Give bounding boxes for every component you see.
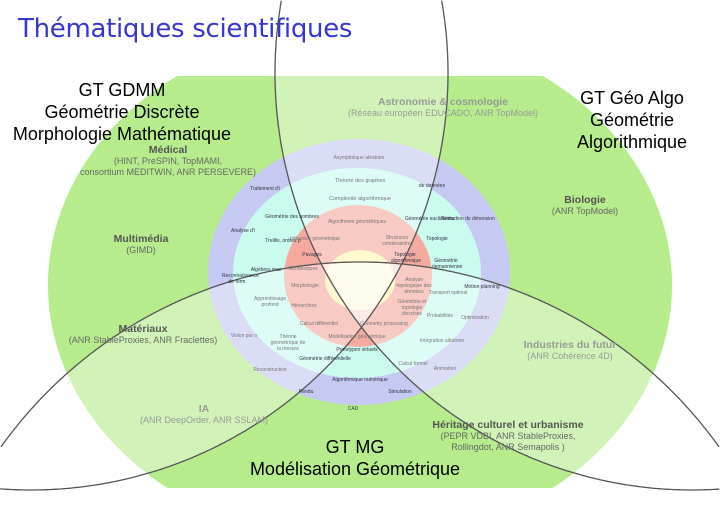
app-title: Biologie	[564, 194, 606, 206]
ring-label: Géométrie différentielle	[299, 356, 351, 362]
ring-label: Geometry processing	[360, 321, 408, 327]
group-geoalgo-name: GT Géo Algo	[580, 88, 684, 108]
ring-label: Géométrie euclidienne	[404, 216, 456, 222]
ring-label: CAD	[347, 406, 359, 412]
ring-label: Apprentissage profond	[254, 296, 286, 308]
app-title: IA	[198, 403, 210, 415]
ring-label: Algorithmes géométriques	[327, 219, 387, 225]
ring-label: Rendu	[298, 389, 314, 395]
ring-label: Calcul différentiel	[299, 321, 339, 327]
ring-label: Géométrie et topologie discrètes	[397, 299, 427, 317]
app-heritage: Héritage culturel et urbanisme (PEPR VDB…	[432, 419, 583, 453]
ring-label: Topologie algorithmique	[391, 252, 422, 264]
ring-label: Simulation	[388, 389, 412, 395]
app-projects: (GIMD)	[126, 245, 156, 255]
ring-label: Motion planning	[464, 284, 500, 290]
circle-gt-gdmm	[441, 0, 449, 73]
group-gdmm: GT GDMM Géométrie Discrète Morphologie M…	[13, 79, 231, 145]
group-mg-line: Modélisation Géométrique	[249, 459, 461, 479]
ring-label: Optimisation	[461, 315, 489, 321]
ring-label: Géodésiques	[288, 266, 318, 272]
app-title: Médical	[148, 144, 188, 156]
ring-label: Traitement d'i	[250, 186, 280, 192]
app-materiaux: Matériaux (ANR StableProxies, ANR Fracle…	[69, 323, 218, 346]
ring-label: Reconnaissance de form	[222, 273, 259, 285]
ring-label: Vision par o	[230, 333, 258, 339]
app-projects: Rollingdot, ANR Semapolis )	[451, 442, 565, 452]
app-astronomie: Astronomie & cosmologie (Réseau européen…	[348, 96, 538, 119]
ring-label: Géométrie riemannienne	[432, 258, 463, 270]
app-projects: (PEPR VDBI, ANR StableProxies,	[440, 431, 576, 441]
app-ia: IA (ANR DeepOrder, ANR SSLAM)	[140, 403, 268, 426]
ring-label: Théorie des graphes	[334, 178, 386, 184]
ring-label: Morphologie	[291, 283, 319, 289]
app-title: Astronomie & cosmologie	[377, 96, 509, 108]
ring-label: Géométrie des nombres	[265, 214, 319, 220]
ring-label: Intégration aléatoire	[419, 338, 465, 344]
ring-label: Algorithmique numérique	[332, 377, 388, 383]
ring-label: Reconstruction	[253, 367, 287, 373]
app-projects: (ANR Cohérence 4D)	[527, 351, 613, 361]
ring-label: Théorie géométrique de la mesure	[270, 334, 306, 352]
app-projects: (Réseau européen EDUCADO, ANR TopModel)	[348, 108, 538, 118]
group-geoalgo-line: Algorithmique	[576, 132, 688, 152]
ring-label: Inférence géométrique	[289, 236, 341, 242]
group-geoalgo: GT Géo Algo Géométrie Algorithmique	[577, 87, 687, 153]
app-projects: (ANR TopModel)	[551, 206, 619, 216]
group-gdmm-line: Morphologie Mathématique	[12, 124, 232, 144]
slide-title: Thématiques scientifiques	[18, 14, 353, 44]
overlap-gdmm-geoalgo-group	[275, 76, 448, 488]
app-industries: Industries du futur (ANR Cohérence 4D)	[524, 339, 617, 362]
group-gdmm-name: GT GDMM	[78, 80, 166, 100]
ring-label: Analyse topologique des données	[396, 277, 432, 295]
ring-label: Topologie	[426, 236, 448, 242]
ring-label: Treillis, ordres p	[265, 238, 301, 244]
circle-gt-mg	[0, 261, 720, 448]
ring-label: Animation	[433, 366, 457, 372]
group-mg-name: GT MG	[325, 437, 385, 457]
ring-label: Calcul formel	[398, 361, 428, 367]
app-projects: (HINT, PreSPIN, TopMAMI,	[113, 156, 223, 166]
ring-label: Prototypes virtuels	[336, 347, 378, 353]
ring-label: Modélisation géométrique	[328, 334, 386, 340]
ring-label: Transport optimal	[428, 290, 468, 296]
group-mg: GT MG Modélisation Géométrique	[250, 436, 460, 480]
app-multimedia: Multimédia (GIMD)	[114, 233, 169, 256]
ring-label: Asymptotique aléatoire	[333, 155, 385, 161]
ring-label: de données	[418, 183, 446, 189]
app-title: Multimédia	[113, 233, 169, 245]
app-biologie: Biologie (ANR TopModel)	[552, 194, 618, 217]
ring-label: Complexité algorithmique	[328, 196, 392, 202]
ring-yellow	[325, 250, 395, 310]
ring-label: Structures combinatoires	[382, 235, 414, 247]
ring-label: Hiérarchies	[291, 303, 317, 309]
app-projects: (ANR DeepOrder, ANR SSLAM)	[139, 415, 269, 425]
group-geoalgo-line: Géométrie	[589, 110, 675, 130]
overlap-gdmm-geoalgo	[275, 76, 448, 488]
circle-gt-geoalgo	[274, 0, 720, 491]
app-projects: consortium MEDITWIN, ANR PERSEVERE)	[79, 167, 257, 177]
group-gdmm-line: Géométrie Discrète	[44, 102, 200, 122]
app-medical: Médical (HINT, PreSPIN, TopMAMI, consort…	[80, 144, 256, 178]
ring-label: Réduction de dimension	[441, 216, 495, 222]
ring-label: Pavages	[302, 252, 322, 258]
app-title: Industries du futur	[523, 339, 617, 351]
app-title: Matériaux	[118, 323, 168, 335]
ring-label: Probabilités	[426, 313, 454, 319]
app-projects: (ANR StableProxies, ANR Fraclettes)	[68, 335, 218, 345]
circle-gt-gdmm	[0, 73, 449, 491]
app-title: Héritage culturel et urbanisme	[432, 419, 584, 431]
ring-label: Analyse d'i	[230, 228, 256, 234]
ring-label: Algèbres max	[250, 267, 282, 273]
